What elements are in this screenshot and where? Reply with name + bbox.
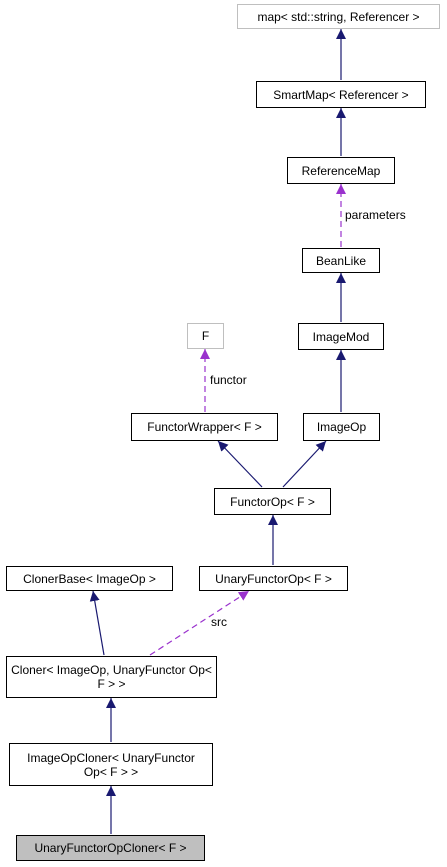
node-referencemap[interactable]: ReferenceMap	[287, 157, 395, 184]
edge-label-functor: functor	[210, 373, 247, 387]
node-map[interactable]: map< std::string, Referencer >	[237, 4, 440, 29]
edge-cloner-to-unaryfunctorop	[149, 590, 250, 656]
node-imagemod[interactable]: ImageMod	[298, 323, 384, 350]
edge-label-parameters: parameters	[345, 208, 406, 222]
edge-cloner-to-clonerbase	[89, 590, 105, 656]
edge-functorop-to-imageop	[282, 440, 327, 488]
node-clonerbase[interactable]: ClonerBase< ImageOp >	[6, 566, 173, 591]
node-f[interactable]: F	[187, 323, 224, 349]
edge-functorop-to-functorwrapper	[217, 440, 263, 488]
node-smartmap[interactable]: SmartMap< Referencer >	[256, 81, 426, 108]
node-beanlike[interactable]: BeanLike	[302, 248, 380, 273]
node-functorop[interactable]: FunctorOp< F >	[214, 488, 331, 515]
node-unaryfunctoropcloner[interactable]: UnaryFunctorOpCloner< F >	[16, 835, 205, 861]
node-cloner[interactable]: Cloner< ImageOp, UnaryFunctor Op< F > >	[6, 656, 217, 698]
node-functorwrapper[interactable]: FunctorWrapper< F >	[131, 413, 278, 441]
node-imageopcloner[interactable]: ImageOpCloner< UnaryFunctor Op< F > >	[9, 743, 213, 786]
node-imageop[interactable]: ImageOp	[303, 413, 380, 441]
node-unaryfunctorop[interactable]: UnaryFunctorOp< F >	[199, 566, 348, 591]
edge-label-src: src	[211, 615, 227, 629]
